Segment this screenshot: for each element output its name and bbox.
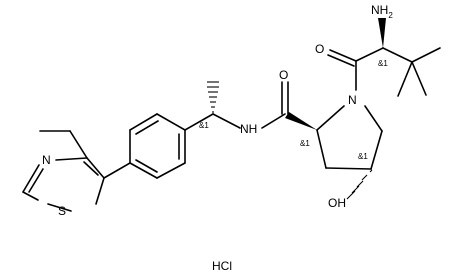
hydroxyl-label: OH <box>328 196 346 210</box>
salt-label: HCl <box>212 259 232 273</box>
wedge-bond-amine <box>378 18 386 48</box>
ketone-oxygen-label: O <box>315 42 324 56</box>
pyrrolidine-nitrogen-label: N <box>348 93 357 107</box>
thiazole-sulfur-label: S <box>58 204 66 218</box>
wedge-bond-carbonyl <box>285 112 317 130</box>
stereo-descriptors: &1 &1 &1 &1 <box>199 59 388 161</box>
stereo-label-hydroxy: &1 <box>358 152 368 161</box>
stereo-label-tbutyl: &1 <box>378 59 388 68</box>
amide-oxygen-label: O <box>279 68 288 82</box>
bond-lines <box>22 47 441 212</box>
hash-bond-hydroxyl <box>346 169 373 200</box>
atom-labels: NH2 O O N NH OH N S <box>42 3 393 218</box>
hash-bond-methyl <box>207 81 219 113</box>
thiazole-nitrogen-label: N <box>42 153 51 167</box>
amine-label: NH2 <box>371 3 393 20</box>
stereo-label-proline: &1 <box>300 139 310 148</box>
amide-nh-label: NH <box>240 122 257 136</box>
stereo-bonds <box>207 18 386 200</box>
stereo-label-ethyl: &1 <box>199 121 209 130</box>
